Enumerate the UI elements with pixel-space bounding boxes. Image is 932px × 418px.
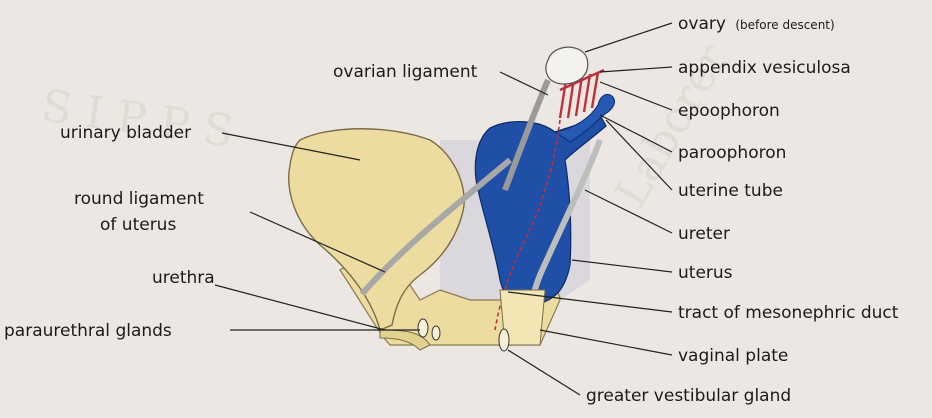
ovary xyxy=(546,47,588,84)
label-greater-vestibular-gland: greater vestibular gland xyxy=(586,386,791,406)
label-paroophoron: paroophoron xyxy=(678,143,786,163)
label-paraurethral-glands: paraurethral glands xyxy=(4,321,172,341)
label-round-ligament-of-uterus: of uterus xyxy=(100,215,176,235)
label-uterus: uterus xyxy=(678,263,733,283)
label-urinary-bladder: urinary bladder xyxy=(60,123,191,143)
label-round-ligament: round ligament xyxy=(74,189,204,209)
label-urethra: urethra xyxy=(152,268,215,288)
label-epoophoron: epoophoron xyxy=(678,101,780,121)
label-vaginal-plate: vaginal plate xyxy=(678,346,788,366)
svg-text:S I P P S: S I P P S xyxy=(38,80,236,157)
label-ovary: ovary (before descent) xyxy=(678,14,835,34)
label-uterine-tube: uterine tube xyxy=(678,181,783,201)
label-tract-mesonephric-duct: tract of mesonephric duct xyxy=(678,303,899,323)
label-ureter: ureter xyxy=(678,224,730,244)
label-ovarian-ligament: ovarian ligament xyxy=(333,62,478,82)
label-appendix-vesiculosa: appendix vesiculosa xyxy=(678,58,851,78)
greater-vestibular-gland xyxy=(499,329,509,351)
